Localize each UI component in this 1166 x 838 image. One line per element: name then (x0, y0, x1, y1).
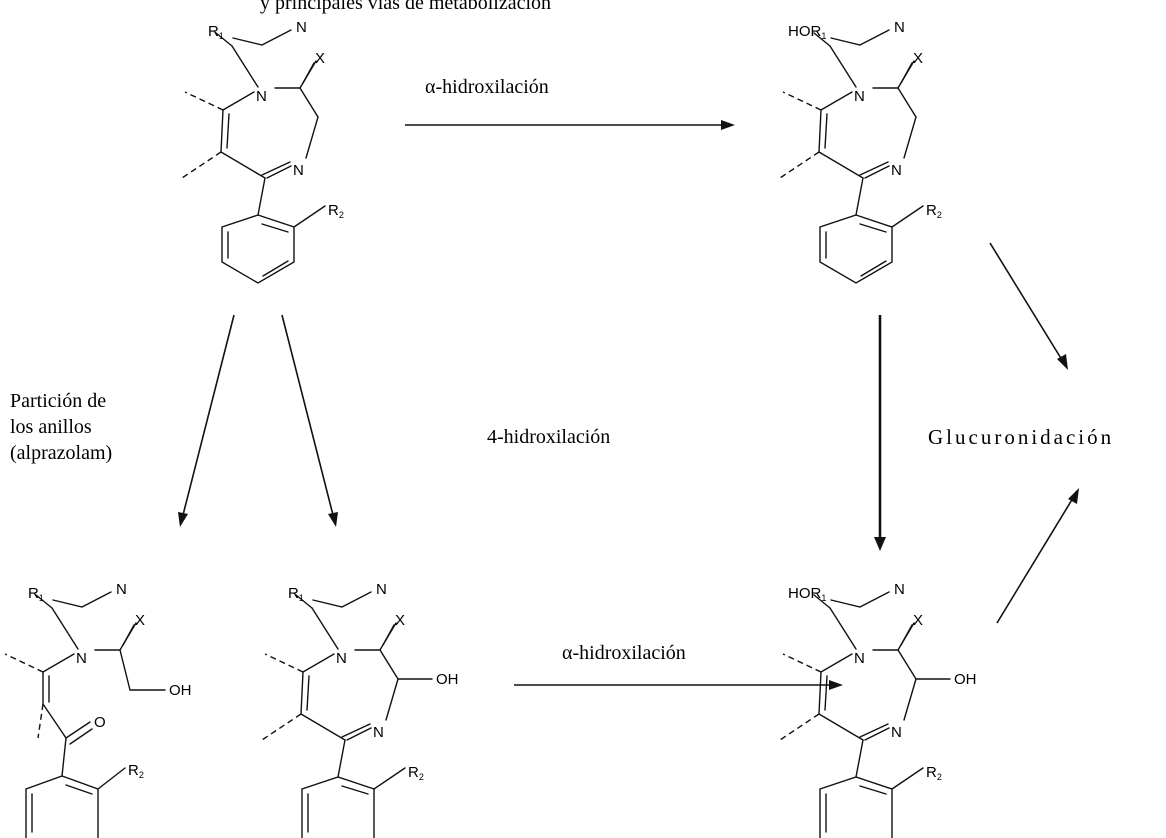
arrow-to-glucuronidation-top (989, 242, 1063, 361)
atom-hor1: HOR1 (788, 585, 826, 603)
atom-r2: R2 (408, 764, 424, 782)
glucuronidation-text: Glucuronidación (928, 425, 1115, 449)
arrowhead-glucuronidation-top (1057, 354, 1068, 370)
atom-r1: R1 (208, 23, 224, 41)
hydroxylation-4-text: 4-hidroxilación (487, 426, 611, 448)
atom-n-ring: N (336, 650, 347, 667)
alpha-hydroxylation-top-text: α-hidroxilación (425, 76, 549, 98)
arrowhead-bottom-alpha (829, 680, 843, 690)
molecule-top-right: HOR1 N X N N R2 (779, 19, 942, 284)
arrowhead-glucuronidation-bottom (1068, 488, 1079, 504)
atom-r1: R1 (28, 585, 44, 603)
atom-hor1: HOR1 (788, 23, 826, 41)
atom-n-top: N (894, 581, 905, 598)
atom-r1: R1 (288, 585, 304, 603)
atom-n-ring: N (256, 88, 267, 105)
ring-partition-line-2: los anillos (10, 416, 92, 438)
arrow-partition (182, 314, 235, 516)
atom-n-top: N (116, 581, 127, 598)
atom-x: X (395, 612, 405, 629)
arrowhead-top-alpha (721, 120, 735, 130)
atom-r2: R2 (926, 764, 942, 782)
alpha-hydroxylation-bottom-label: α-hidroxilación (562, 640, 686, 666)
atom-n-top: N (894, 19, 905, 36)
arrow-4-hydroxylation (281, 314, 334, 516)
alpha-hydroxylation-bottom-text: α-hidroxilación (562, 642, 686, 664)
molecule-parent: R1 N X N N R2 (181, 19, 344, 284)
alpha-hydroxylation-top-label: α-hidroxilación (425, 74, 549, 100)
hydroxylation-4-label: 4-hidroxilación (487, 424, 610, 450)
atom-oh: OH (954, 671, 977, 688)
ring-partition-line-3: (alprazolam) (10, 442, 113, 464)
arrowhead-right-down (874, 537, 886, 551)
glucuronidation-label: Glucuronidación (928, 424, 1114, 450)
arrowhead-4-hydroxylation (328, 512, 338, 527)
atom-n-imine: N (373, 724, 384, 741)
arrow-to-glucuronidation-bottom (996, 497, 1074, 624)
atom-o: O (94, 714, 106, 731)
atom-r2: R2 (128, 762, 144, 780)
atom-n-imine: N (891, 162, 902, 179)
molecule-bottom-left: R1 N X N OH O R2 (4, 581, 192, 838)
atom-n-ring: N (854, 650, 865, 667)
molecule-bottom-center: R1 N X N OH N R2 (261, 581, 459, 838)
atom-x: X (913, 50, 923, 67)
atom-x: X (315, 50, 325, 67)
arrows (178, 120, 1079, 690)
atom-n-top: N (296, 19, 307, 36)
molecule-bottom-right: HOR1 N X N OH N R2 (779, 581, 977, 838)
ring-partition-line-1: Partición de (10, 390, 107, 412)
header-text: y principales vías de metabolización (260, 0, 552, 14)
arrowhead-partition (178, 512, 188, 527)
atom-x: X (135, 612, 145, 629)
atom-n-ring: N (854, 88, 865, 105)
atom-n-top: N (376, 581, 387, 598)
atom-oh: OH (436, 671, 459, 688)
atom-n-ring: N (76, 650, 87, 667)
atom-n-imine: N (293, 162, 304, 179)
atom-x: X (913, 612, 923, 629)
atom-r2: R2 (926, 202, 942, 220)
ring-partition-label: Partición de los anillos (alprazolam) (10, 388, 112, 466)
atom-n-imine: N (891, 724, 902, 741)
atom-r2: R2 (328, 202, 344, 220)
atom-oh: OH (169, 682, 192, 699)
